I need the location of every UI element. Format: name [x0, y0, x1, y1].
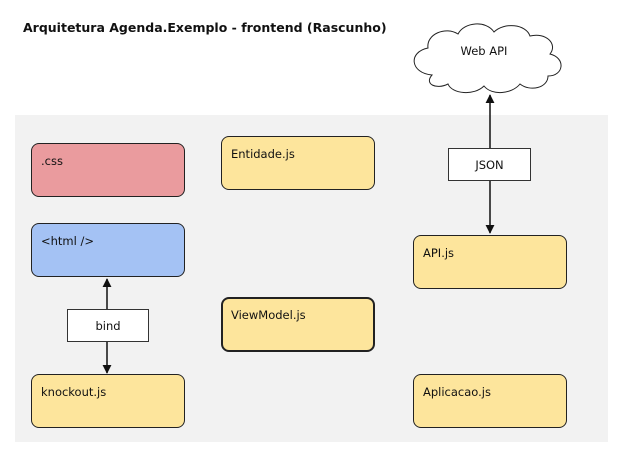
- json-label-text: JSON: [475, 157, 504, 172]
- css-box-label: .css: [41, 154, 63, 168]
- css-box: .css: [31, 143, 185, 197]
- knockout-box: knockout.js: [31, 374, 185, 428]
- diagram-title: Arquitetura Agenda.Exemplo - frontend (R…: [23, 20, 387, 35]
- html-box-label: <html />: [41, 234, 94, 248]
- web-api-label: Web API: [460, 44, 508, 58]
- bind-label-text: bind: [95, 318, 121, 333]
- aplicacao-box-label: Aplicacao.js: [423, 385, 491, 399]
- entidade-box-label: Entidade.js: [231, 147, 295, 161]
- api-box-label: API.js: [423, 246, 455, 260]
- viewmodel-box-label: ViewModel.js: [231, 308, 306, 322]
- bind-connector-label: bind: [67, 309, 149, 342]
- aplicacao-box: Aplicacao.js: [413, 374, 567, 428]
- knockout-box-label: knockout.js: [41, 385, 107, 399]
- json-connector-label: JSON: [448, 148, 531, 181]
- html-box: <html />: [31, 223, 185, 277]
- viewmodel-box: ViewModel.js: [221, 297, 375, 352]
- entidade-box: Entidade.js: [221, 136, 375, 190]
- api-box: API.js: [413, 235, 567, 289]
- web-api-cloud-shape: [413, 23, 562, 93]
